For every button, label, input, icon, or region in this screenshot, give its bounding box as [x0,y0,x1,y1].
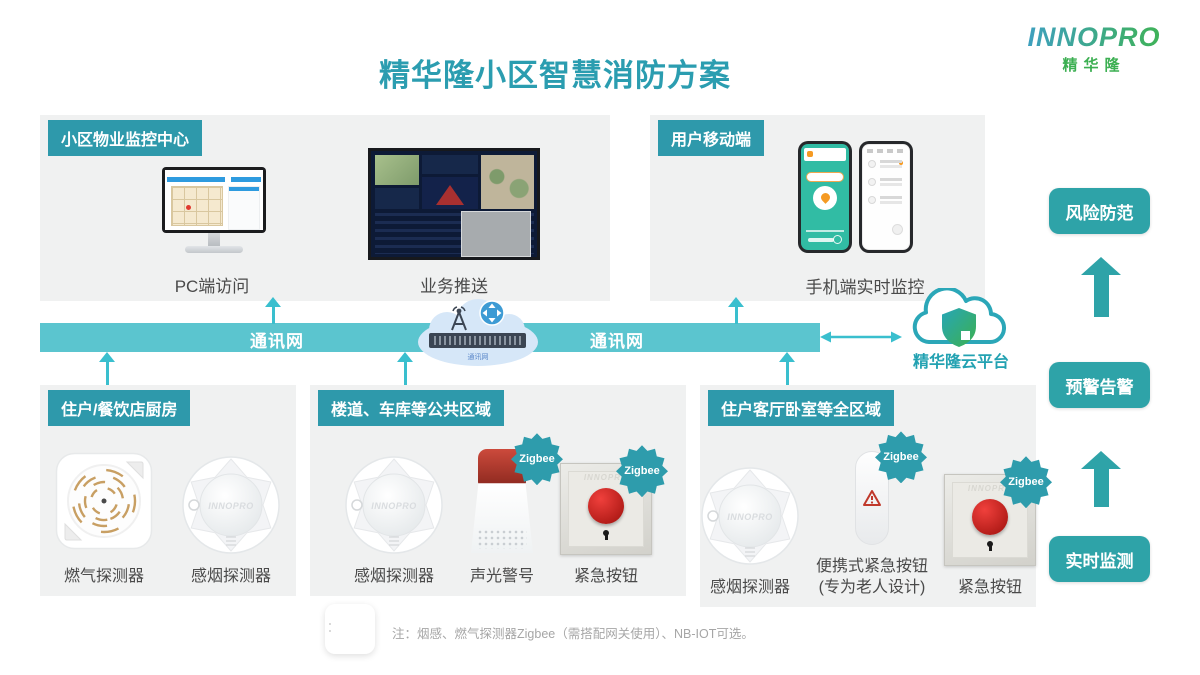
dashboard-chart-icon [422,177,478,209]
emergency-button-icon: INNOPRO [560,463,652,556]
siren-label: 声光警号 [469,568,534,586]
cloud-shield-icon [912,286,1007,347]
device-cell-emergency-button: INNOPRO Zigbee 紧急按钮 [944,456,1053,599]
brand-logo: INNOPRO 精华隆 [1014,22,1174,75]
smoke-detector-label: 感烟探测器 [709,579,790,597]
portable-button-label: 便携式紧急按钮 (专为老人设计) [816,557,928,599]
arrow-up-to-mobile-client [728,297,744,324]
floorplan-graphic [171,186,223,226]
arrow-up-to-monitor-center [265,297,281,324]
keyhole [987,541,994,552]
zone-kitchen: 住户/餐饮店厨房 燃气探测器 [40,385,296,596]
zone-kitchen-tag: 住户/餐饮店厨房 [48,390,191,426]
arrow-up-from-zone-home [779,352,795,386]
double-arrow-bar-cloud [820,331,902,343]
smoke-detector-label: 感烟探测器 [190,568,271,586]
smartphones-illustration [798,141,913,253]
device-cell-smoke-detector: INNOPRO 感烟探测器 [181,455,281,588]
footnote-text: 注：烟感、燃气探测器Zigbee（需搭配网关使用）、NB-IOT可选。 [392,627,754,641]
device-watermark: INNOPRO [967,484,1013,494]
panel-mobile-tag: 用户移动端 [658,120,765,156]
portable-button-name: 便携式紧急按钮 [816,558,929,576]
device-cell-gas-detector: 燃气探测器 [55,452,153,588]
device-watermark: INNOPRO [727,512,773,523]
pc-access-label: PC端访问 [174,277,250,296]
cloud-platform-label: 精华隆云平台 [912,354,1009,371]
warning-triangle-icon [863,490,881,507]
dashboard-map-icon [375,155,419,185]
zone-public-tag: 楼道、车库等公共区域 [318,390,505,426]
brand-chinese-name: 精华隆 [1062,57,1126,74]
device-cell-portable-button: Zigbee 便携式紧急按钮 (专为老人设计) [816,431,928,599]
device-watermark: INNOPRO [371,501,417,512]
smoke-detector-label: 感烟探测器 [353,568,434,586]
gas-detector-label: 燃气探测器 [63,568,144,586]
mobile-monitoring-label: 手机端实时监控 [805,278,925,297]
zone-home-tag: 住户客厅卧室等全区域 [708,390,895,426]
smoke-detector-icon: INNOPRO [344,455,444,555]
rack-switch-icon [429,333,526,348]
arrow-up-pillar-1 [1081,257,1121,317]
smoke-detector-icon: INNOPRO [181,455,281,555]
emergency-button-label: 紧急按钮 [958,579,1023,597]
arrow-up-from-zone-public [397,352,413,386]
router-icon [479,300,505,326]
flame-icon [819,191,832,204]
red-button [972,499,1009,536]
network-bar-label-right: 通讯网 [590,332,644,351]
gateway-device-icon [325,604,375,654]
brand-wordmark: INNOPRO [1014,22,1174,53]
phone-alarm-app [798,141,852,253]
desktop-monitor-illustration [162,167,266,253]
device-watermark: INNOPRO [583,473,629,483]
network-bar-label-left: 通讯网 [250,332,304,351]
pillar-risk-prevention: 风险防范 [1049,188,1150,234]
arrow-up-from-zone-kitchen [99,352,115,386]
emergency-button-label: 紧急按钮 [573,568,638,586]
portable-button-subtitle: (专为老人设计) [818,579,926,597]
antenna-icon [451,306,467,331]
arrow-up-pillar-2 [1081,451,1121,507]
push-service-label: 业务推送 [420,277,488,296]
device-cell-smoke-detector: INNOPRO 感烟探测器 [344,455,444,588]
switch-caption: 通讯网 [467,352,489,361]
panel-monitor-center: 小区物业监控中心 PC端访问 业务推送 [40,115,610,301]
phone-device-list-app [859,141,913,253]
device-cell-smoke-detector: INNOPRO 感烟探测器 [700,466,800,599]
dashboard-citymap-icon [481,155,534,209]
keyhole [603,530,609,541]
smoke-detector-icon: INNOPRO [700,466,800,566]
panel-monitor-tag: 小区物业监控中心 [48,120,203,156]
zone-public-areas: 楼道、车库等公共区域 INNOPRO 感烟探测器 [310,385,686,596]
red-button [588,488,624,525]
zone-whole-home: 住户客厅卧室等全区域 INNOPRO 感烟探测器 [700,385,1053,607]
dashboard-screen-illustration [368,148,540,260]
network-switch-node: 通讯网 [415,294,541,370]
emergency-button-icon: INNOPRO [944,474,1037,567]
cloud-platform: 精华隆云平台 [896,286,1026,378]
pillar-realtime-monitoring: 实时监测 [1049,536,1150,582]
pillar-early-warning: 预警告警 [1049,362,1150,408]
device-cell-emergency-button: INNOPRO Zigbee 紧急按钮 [560,445,668,588]
device-cell-siren: Zigbee 声光警号 [469,433,563,588]
gas-detector-icon [55,452,153,550]
page-title: 精华隆小区智慧消防方案 [379,58,731,93]
device-watermark: INNOPRO [208,501,254,512]
sound-light-alarm-icon [470,449,533,555]
panel-mobile-client: 用户移动端 手机端实时监控 [650,115,985,301]
